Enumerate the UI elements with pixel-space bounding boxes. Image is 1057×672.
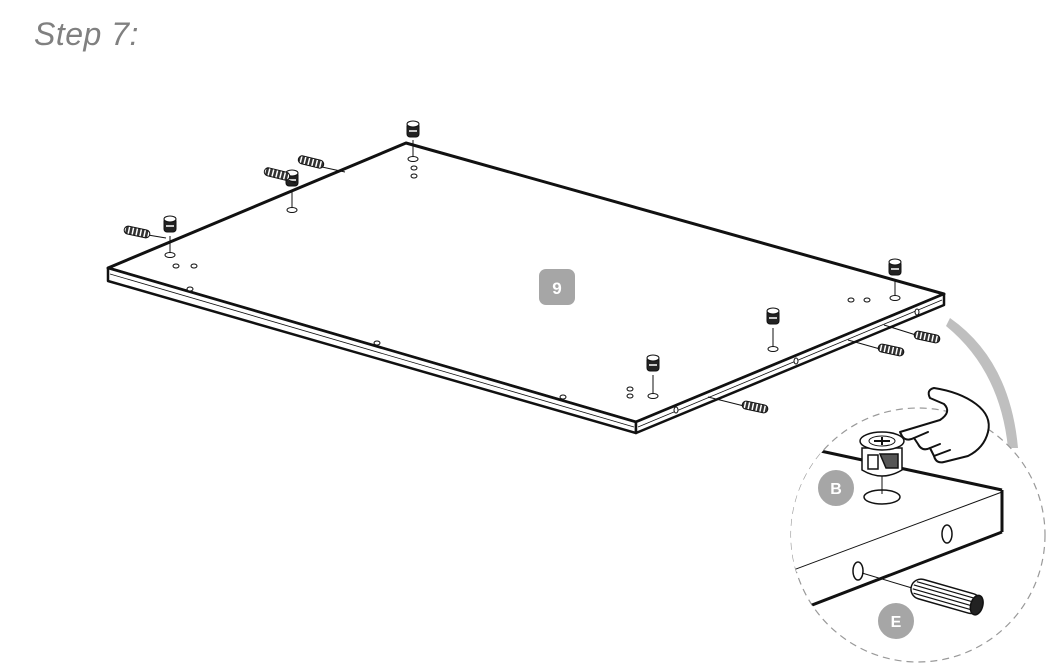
callout-e: E [876,601,916,641]
callout-b-label: B [830,481,842,498]
wooden-dowel-icon [910,578,984,616]
cam-lock-icon [406,120,420,162]
step-title: Step 7: [34,16,139,52]
part-number-label: 9 [552,279,561,298]
wooden-dowel-icon [263,167,297,184]
hand-pointer-icon [899,387,990,464]
wooden-dowel-icon [297,155,346,173]
panel-9 [106,141,946,435]
callout-e-label: E [891,614,902,631]
panel-holes [172,165,920,414]
wooden-dowel-icon [847,339,905,357]
cam-lock-icon [163,215,177,258]
cam-lock-icon [766,307,780,352]
wooden-dowel-icon [883,324,941,344]
cam-lock-icon [859,431,905,477]
callout-b: B [816,468,856,508]
part-number-badge: 9 [539,269,575,305]
wooden-dowel-icon [707,396,769,414]
detail-arrow [946,318,1018,448]
wooden-dowel-icon [123,225,167,239]
dowels [123,155,941,414]
detail-zoom-view: B E [790,387,1046,663]
cam-lock-icon [646,354,660,399]
cam-lock-icon [888,258,902,301]
